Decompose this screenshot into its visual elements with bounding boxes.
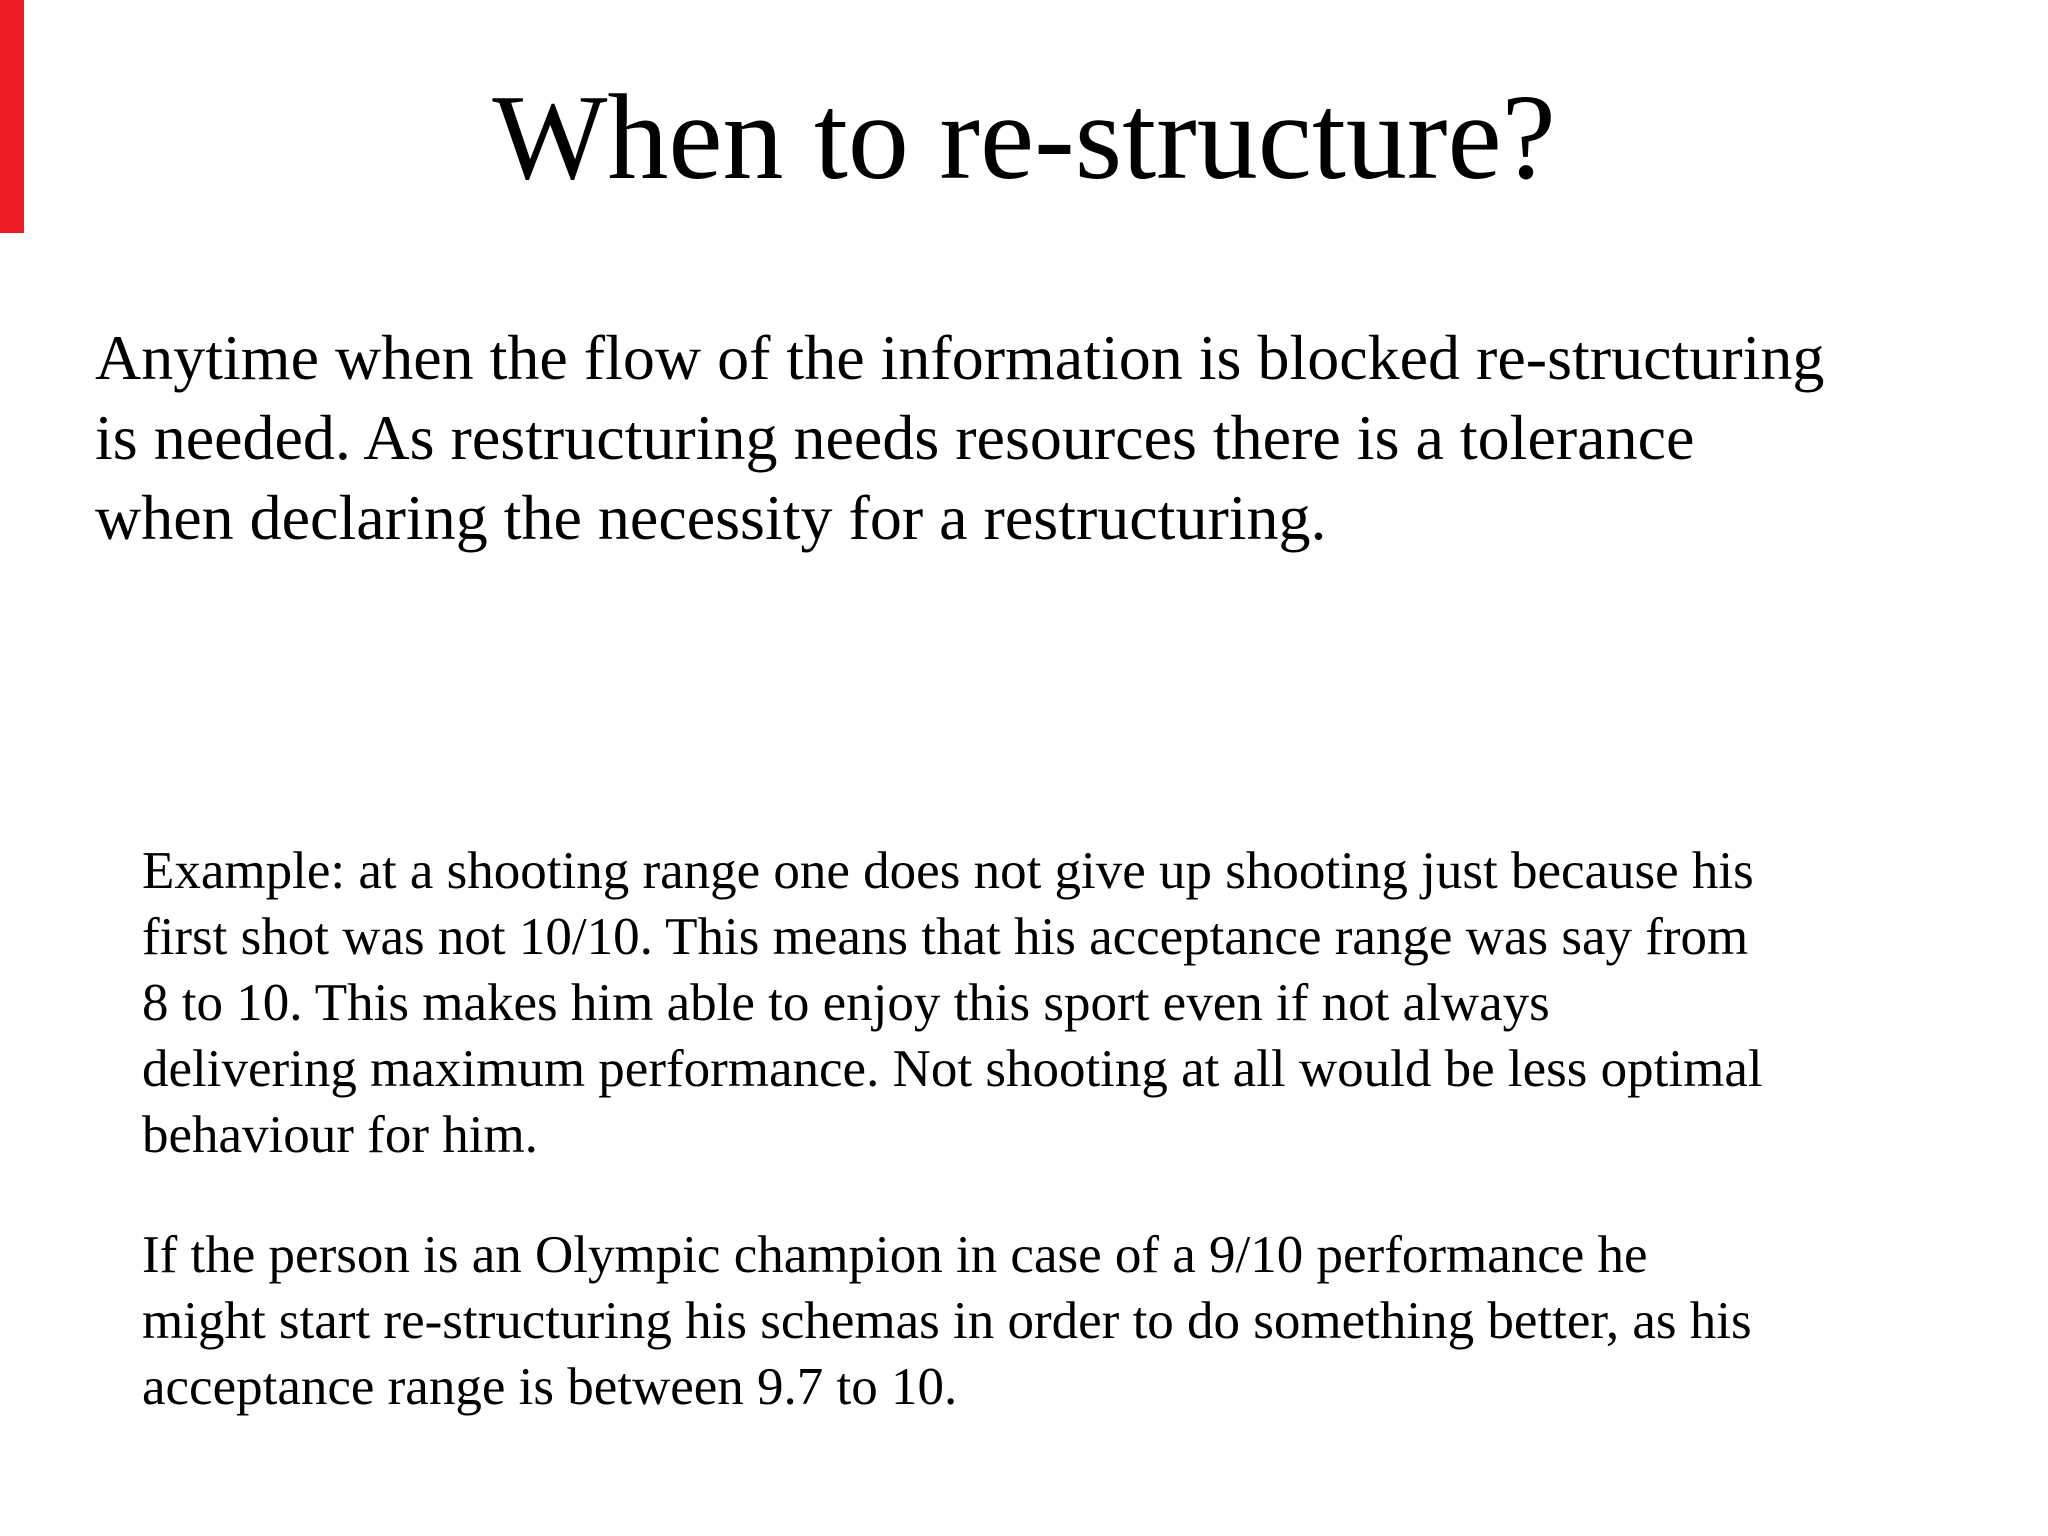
example-line-1: Example: at a shooting range one does no… [142,842,1754,900]
example-line-3: 8 to 10. This makes him able to enjoy th… [142,974,1550,1032]
example-line-4: delivering maximum performance. Not shoo… [142,1040,1763,1098]
olympic-line-3: acceptance range is between 9.7 to 10. [142,1358,958,1416]
intro-paragraph: Anytime when the flow of the information… [95,318,1824,558]
intro-line-2: is needed. As restructuring needs resour… [95,402,1695,473]
olympic-paragraph: If the person is an Olympic champion in … [142,1222,1752,1420]
olympic-line-2: might start re-structuring his schemas i… [142,1292,1752,1350]
example-line-5: behaviour for him. [142,1106,538,1164]
red-accent-bar [0,0,24,233]
slide-title: When to re-structure? [492,70,1556,205]
intro-line-1: Anytime when the flow of the information… [95,322,1825,393]
example-line-2: first shot was not 10/10. This means tha… [142,908,1749,966]
olympic-line-1: If the person is an Olympic champion in … [142,1226,1648,1284]
intro-line-3: when declaring the necessity for a restr… [95,482,1327,553]
example-paragraph: Example: at a shooting range one does no… [142,838,1763,1168]
